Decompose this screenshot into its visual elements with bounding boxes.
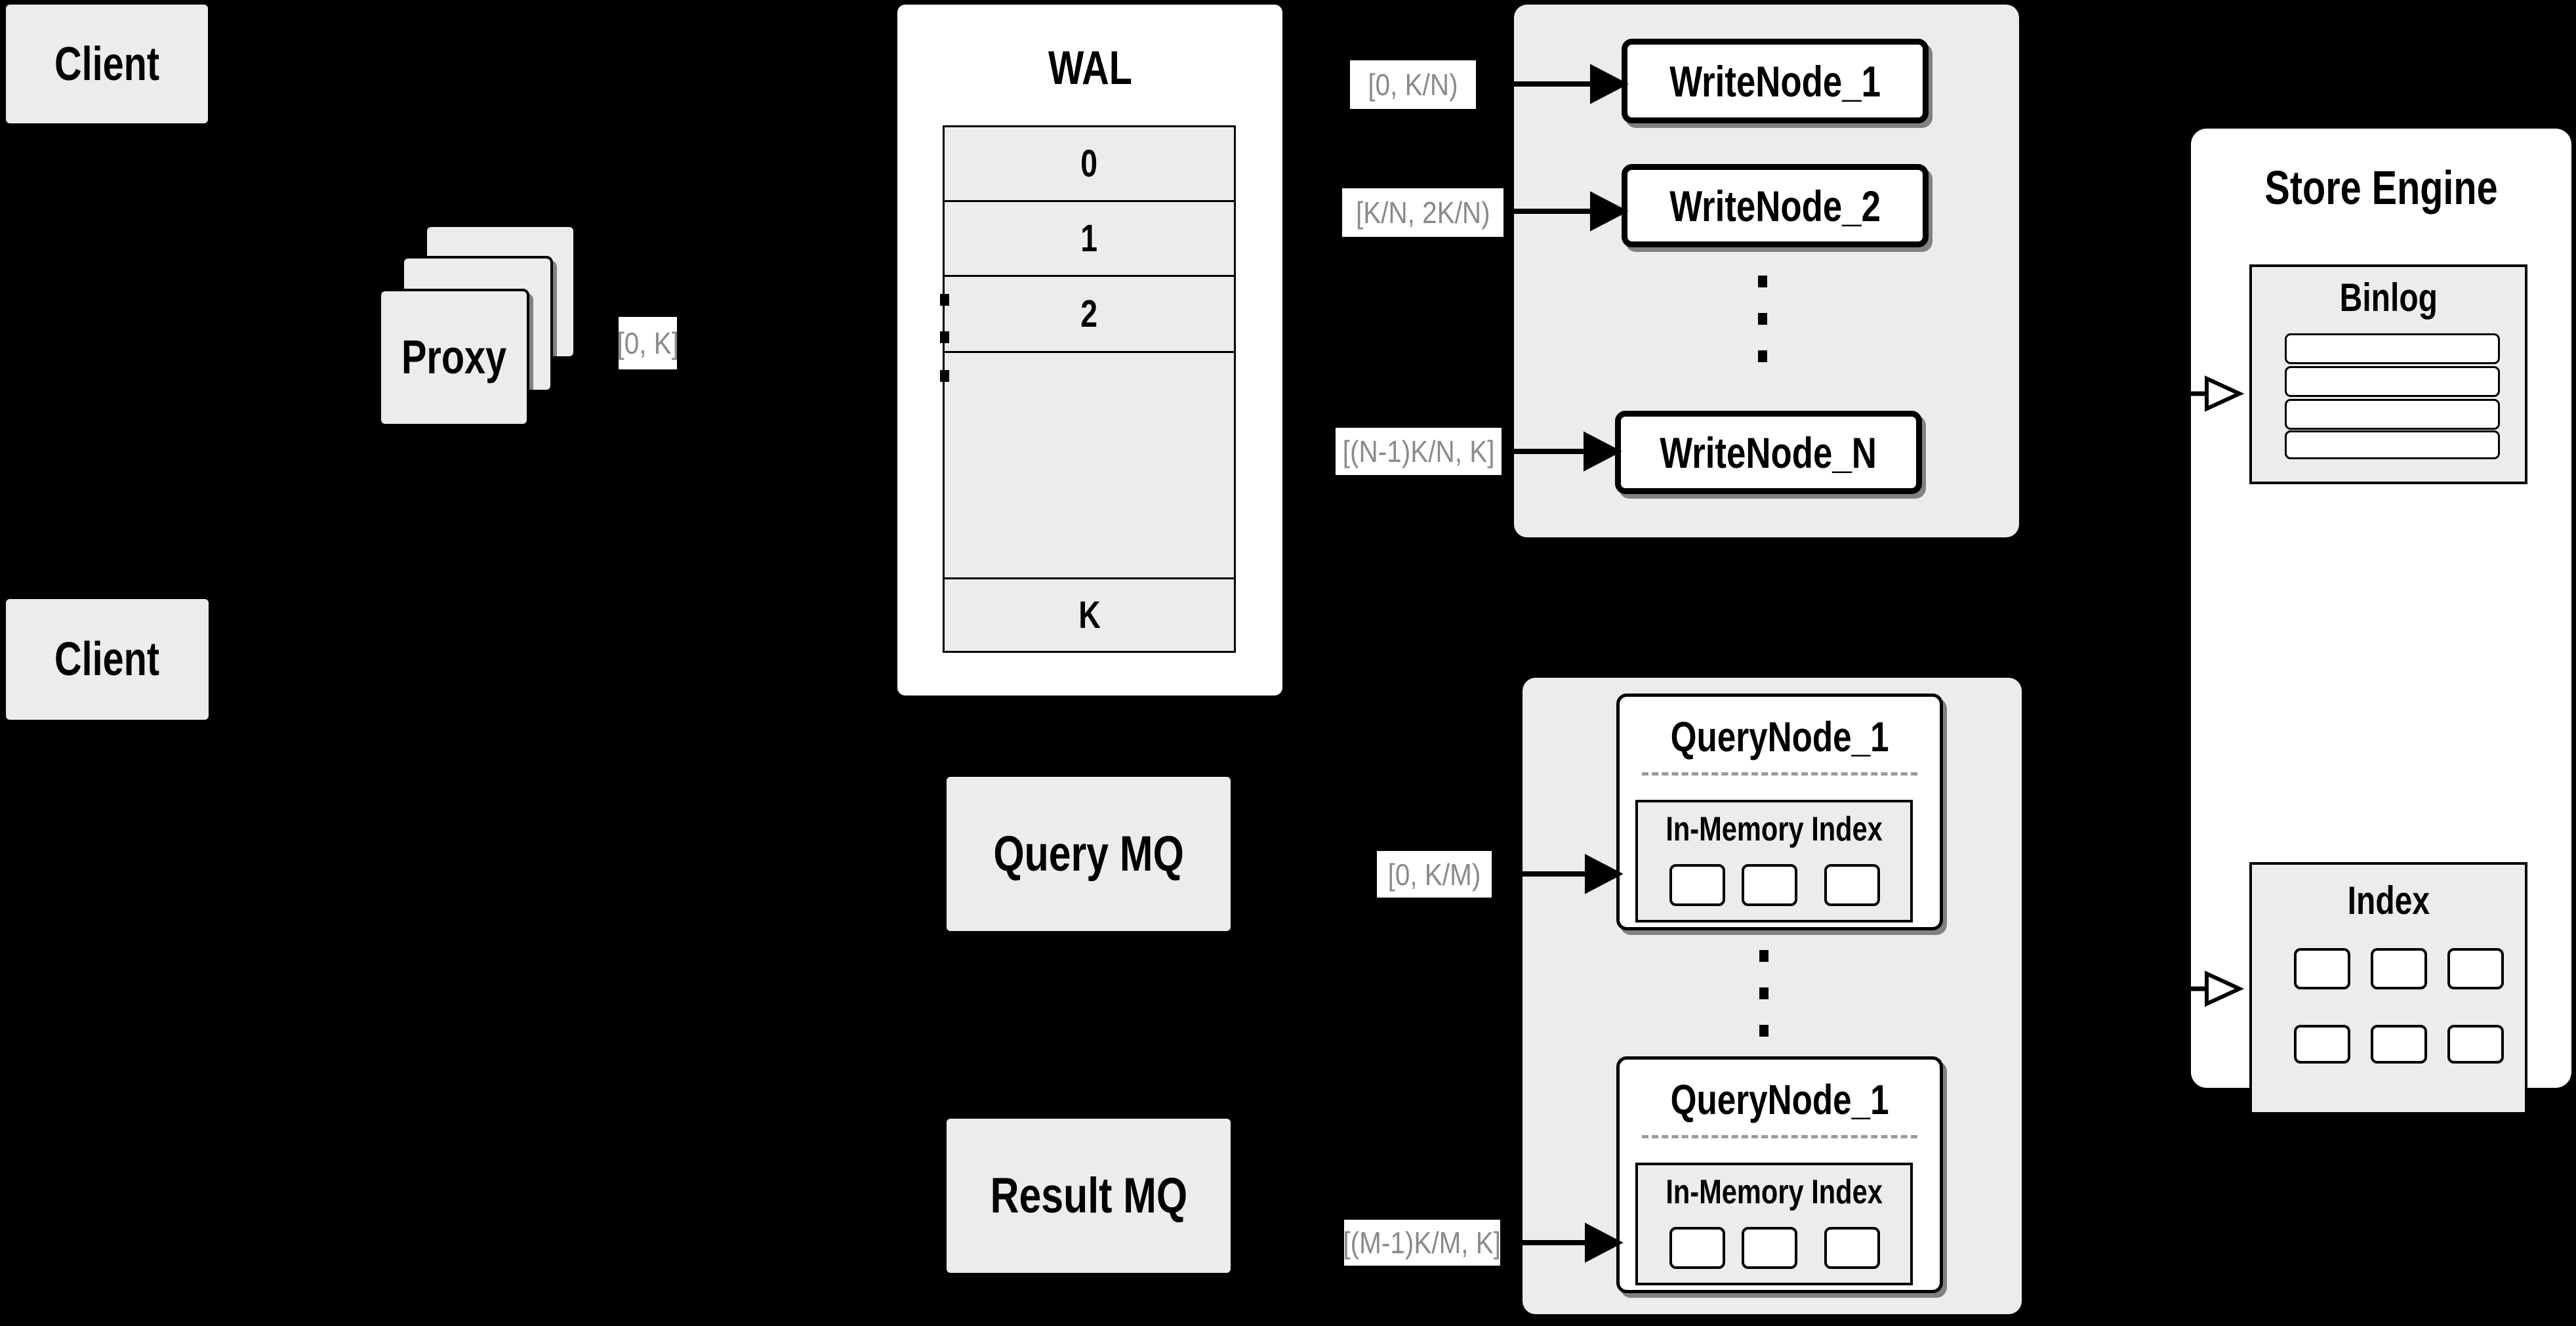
index-box: Index <box>2249 862 2527 1115</box>
query-mq-box: Query MQ <box>947 777 1231 931</box>
binlog-box: Binlog <box>2249 264 2527 484</box>
index-segment-box <box>2447 1025 2504 1064</box>
store-engine-panel: Store Engine Binlog Index <box>2191 129 2571 1115</box>
client-box-bottom: Client <box>6 599 209 720</box>
binlog-row <box>2285 430 2500 459</box>
result-mq-box: Result MQ <box>947 1119 1231 1273</box>
write-node-2-label: WriteNode_2 <box>1669 181 1881 230</box>
query-node-top-title-area: QueryNode_1 <box>1620 709 1940 765</box>
wal-row-2: 2 <box>945 277 1234 353</box>
range-chip-write-node-1-text: [0, K/N) <box>1368 68 1458 102</box>
wal-row-ellipsis <box>940 294 1234 579</box>
query-node-top-title: QueryNode_1 <box>1670 713 1889 760</box>
store-engine-title: Store Engine <box>2264 162 2498 215</box>
write-node-n-label: WriteNode_N <box>1660 428 1877 477</box>
query-node-bottom-title: QueryNode_1 <box>1670 1076 1889 1123</box>
range-chip-write-node-1: [0, K/N) <box>1350 60 1476 109</box>
dashed-divider <box>1642 772 1917 776</box>
in-memory-index-bottom-label: In-Memory Index <box>1666 1173 1883 1211</box>
client-bottom-label: Client <box>54 633 160 686</box>
index-segment-box <box>2294 948 2350 989</box>
wal-table: 0 1 2 K <box>940 125 1236 653</box>
query-node-bottom-title-area: QueryNode_1 <box>1620 1071 1940 1128</box>
client-box-top: Client <box>6 5 208 123</box>
range-chip-query-node-m: [(M-1)K/M, K] <box>1343 1220 1502 1266</box>
proxy-box-front: Proxy <box>378 289 529 426</box>
wal-row-0-label: 0 <box>1080 142 1098 185</box>
query-mq-label: Query MQ <box>993 826 1184 882</box>
write-node-n-box: WriteNode_N <box>1615 411 1922 494</box>
wal-title-area: WAL <box>897 32 1282 104</box>
segment-box <box>1742 1227 1797 1269</box>
range-chip-write-node-2-text: [K/N, 2K/N) <box>1355 196 1490 230</box>
dashed-divider <box>1642 1135 1917 1138</box>
index-segment-box <box>2371 1025 2427 1064</box>
write-node-1-box: WriteNode_1 <box>1622 39 1929 123</box>
range-chip-write-node-2: [K/N, 2K/N) <box>1342 188 1503 237</box>
index-segment-box <box>2294 1025 2350 1064</box>
segment-box <box>1742 864 1797 906</box>
index-segment-box <box>2371 948 2427 989</box>
range-chip-write-node-n-text: [(N-1)K/N, K] <box>1342 434 1495 468</box>
wal-row-1-label: 1 <box>1080 217 1098 260</box>
wal-row-k: K <box>945 579 1234 651</box>
query-node-bottom-box: QueryNode_1 In-Memory Index <box>1616 1056 1943 1293</box>
binlog-title: Binlog <box>2339 275 2438 320</box>
client-top-label: Client <box>54 37 159 91</box>
result-mq-label: Result MQ <box>990 1168 1187 1224</box>
segment-box <box>1824 1227 1880 1269</box>
in-memory-index-top-label: In-Memory Index <box>1666 810 1883 848</box>
range-chip-query-node-1: [0, K/M) <box>1377 851 1492 898</box>
index-segment-box <box>2447 948 2504 989</box>
in-memory-index-top-box: In-Memory Index <box>1635 800 1913 922</box>
range-chip-proxy-text: [0, K] <box>617 326 679 360</box>
range-chip-query-node-m-text: [(M-1)K/M, K] <box>1343 1226 1502 1260</box>
range-chip-query-node-1-text: [0, K/M) <box>1387 857 1481 892</box>
write-node-1-label: WriteNode_1 <box>1669 56 1881 106</box>
range-chip-proxy: [0, K] <box>617 317 679 369</box>
index-title: Index <box>2347 878 2430 922</box>
segment-box <box>1669 864 1725 906</box>
wal-row-0: 0 <box>945 127 1234 202</box>
binlog-row <box>2285 333 2500 364</box>
proxy-label: Proxy <box>401 331 507 384</box>
wal-row-1: 1 <box>945 202 1234 277</box>
wal-title: WAL <box>1048 42 1132 94</box>
wal-row-2-label: 2 <box>1080 293 1098 335</box>
binlog-row <box>2285 366 2500 397</box>
binlog-row <box>2285 399 2500 430</box>
store-engine-title-area: Store Engine <box>2191 159 2571 218</box>
query-node-top-box: QueryNode_1 In-Memory Index <box>1616 694 1943 930</box>
wal-panel: WAL 0 1 2 K <box>897 5 1282 695</box>
write-node-2-box: WriteNode_2 <box>1622 164 1929 247</box>
wal-row-k-label: K <box>1078 594 1101 636</box>
range-chip-write-node-n: [(N-1)K/N, K] <box>1336 428 1502 475</box>
segment-box <box>1669 1227 1725 1269</box>
segment-box <box>1824 864 1880 906</box>
in-memory-index-bottom-box: In-Memory Index <box>1635 1163 1913 1285</box>
